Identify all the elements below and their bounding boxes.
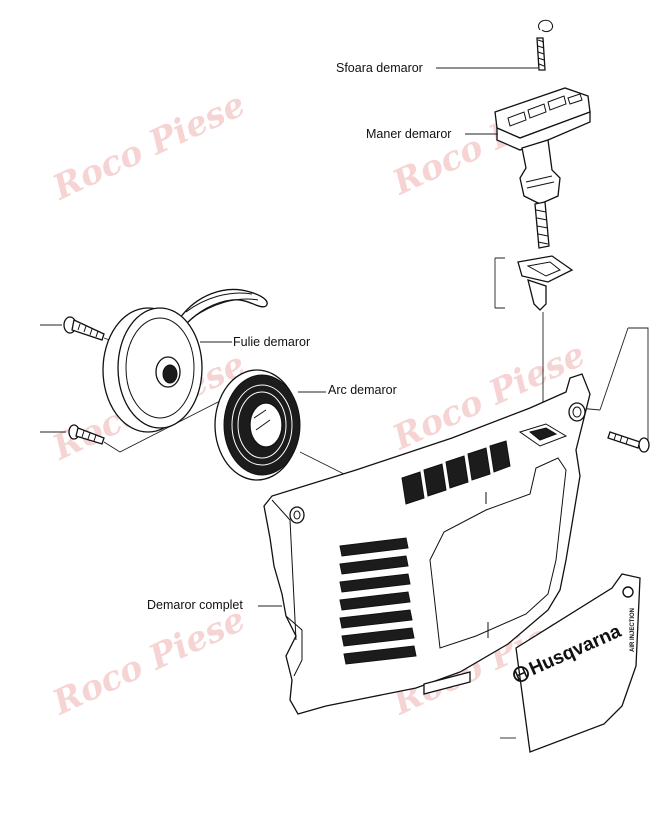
label-starter-handle: Maner demaror xyxy=(366,127,451,141)
watermark-5: Roco Piese xyxy=(46,599,251,723)
air-injection-icon xyxy=(622,586,634,598)
starter-pulley xyxy=(102,288,268,433)
watermark-1: Roco Piese xyxy=(46,84,251,208)
label-starter-rope: Sfoara demaror xyxy=(336,61,423,75)
husqvarna-decal: Husqvarna AIR INJECTION xyxy=(500,573,641,753)
label-starter-pulley: Fulie demaror xyxy=(233,335,310,349)
recoil-spring xyxy=(214,369,349,481)
callouts: Sfoara demaror Maner demaror Fulie demar… xyxy=(147,61,451,612)
label-recoil-spring: Arc demaror xyxy=(328,383,397,397)
rope-guide xyxy=(494,255,574,311)
cover-vents-side xyxy=(339,537,417,665)
callout-leaders xyxy=(258,67,538,607)
label-starter-complete: Demaror complet xyxy=(147,598,243,612)
starter-rope xyxy=(536,19,554,71)
starter-handle xyxy=(494,87,591,249)
pulley-screw xyxy=(40,316,116,343)
starter-cover xyxy=(263,373,591,715)
spring-screw xyxy=(40,399,223,453)
air-injection-label: AIR INJECTION xyxy=(630,608,636,652)
cover-vents-top xyxy=(401,440,511,505)
cover-screw xyxy=(577,327,650,453)
